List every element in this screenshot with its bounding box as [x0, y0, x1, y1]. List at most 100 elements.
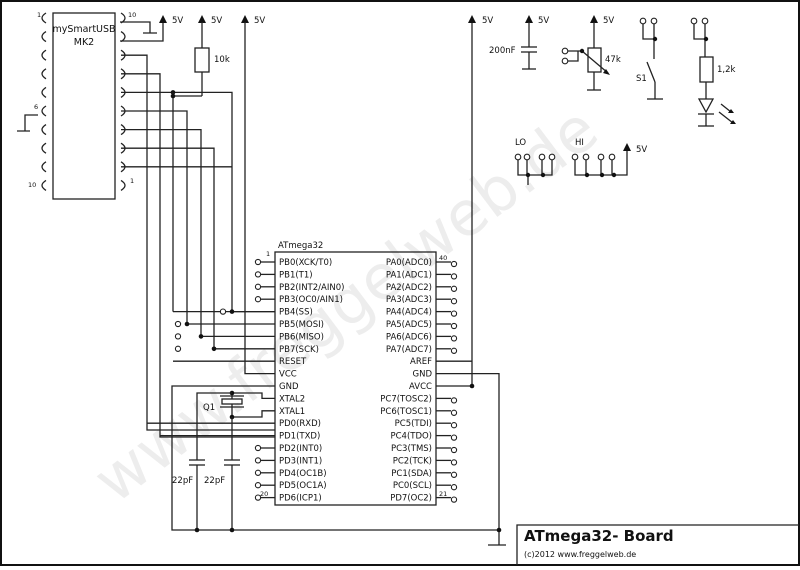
supply-arrow-icon	[590, 15, 598, 23]
ic-pin-label: PD4(OC1B)	[279, 469, 327, 479]
ic-left-pins: PB0(XCK/T0)PB1(T1)PB2(INT2/AIN0)PB3(OC0/…	[254, 258, 344, 504]
terminal-pad	[582, 153, 590, 161]
pin-number-label: 6	[34, 103, 38, 111]
supply-arrow-icon	[159, 15, 167, 23]
connector-pin	[120, 179, 126, 191]
ic-pin-label: PB4(SS)	[279, 308, 313, 318]
ic-pin-label: PD5(OC1A)	[279, 481, 327, 491]
wire	[517, 160, 553, 185]
pin-number-label: 1	[37, 11, 41, 19]
terminal-pad	[450, 322, 458, 330]
ic-pin-label: PA0(ADC0)	[386, 258, 432, 268]
connector-pin	[41, 12, 47, 24]
ic-pin-label: PD2(INT0)	[279, 444, 322, 454]
supply-label: 5V	[603, 16, 614, 26]
terminal-pad	[450, 273, 458, 280]
terminal-pad	[514, 153, 522, 161]
junction-dot	[703, 36, 709, 42]
ic-pin-label: GND	[413, 370, 433, 380]
junction-dot	[652, 36, 658, 42]
terminal-pad	[450, 409, 458, 416]
ic-pin-label: PA3(ADC3)	[386, 295, 432, 305]
junction-dot	[184, 321, 190, 327]
arrowhead-icon	[603, 69, 610, 75]
ground-symbol	[120, 21, 157, 34]
ic-pin-label: VCC	[279, 370, 297, 380]
title-block-border	[516, 524, 799, 565]
ic-name: ATmega32	[278, 241, 323, 251]
ic-pin-label: RESET	[279, 357, 307, 367]
crystal-q1: Q1	[203, 395, 244, 413]
title-text: ATmega32- Board	[524, 527, 674, 545]
terminal-pad	[174, 333, 182, 340]
terminal-pad	[254, 283, 262, 290]
pin-number-label: 1	[130, 177, 134, 185]
junction-dot	[469, 383, 475, 389]
junction-dot	[525, 172, 531, 178]
cap-value: 22pF	[204, 476, 225, 486]
terminal-pad	[450, 459, 458, 466]
terminal-pad	[690, 17, 698, 25]
terminal-pad	[639, 17, 647, 25]
cap-value: 200nF	[489, 46, 516, 56]
junction-dot	[229, 527, 235, 533]
ic-pin-label: PC7(TOSC2)	[380, 394, 432, 404]
terminal-pad	[174, 345, 182, 352]
wire	[196, 392, 232, 530]
wire	[568, 50, 582, 62]
terminal-pad	[561, 47, 569, 55]
light-ray	[718, 111, 734, 124]
ic-pin-label: PB6(MISO)	[279, 332, 324, 342]
programmer-model: MK2	[74, 37, 94, 48]
programmer-name: mySmartUSB	[52, 24, 115, 35]
supply-arrow-icon	[468, 15, 476, 23]
light-ray	[720, 103, 732, 113]
switch-label: S1	[636, 74, 647, 84]
wire	[642, 24, 655, 59]
ic-body	[274, 251, 437, 506]
connector-pin	[41, 105, 47, 117]
junction-dot	[599, 172, 605, 178]
ic-pin-label: PD3(INT1)	[279, 456, 322, 466]
pin-number-label: 21	[439, 490, 447, 498]
resistor-10k	[194, 47, 210, 73]
ic-pin-label: PA5(ADC5)	[386, 320, 432, 330]
wiper-arrow	[581, 50, 609, 74]
terminal-pad	[174, 320, 182, 328]
pin-number-label: 10	[28, 181, 36, 189]
ic-pin-label: XTAL2	[279, 394, 305, 404]
terminal-pad	[450, 298, 458, 305]
connector-pin	[41, 142, 47, 154]
connector-pin	[120, 31, 126, 43]
supply-label: 5V	[636, 145, 647, 155]
terminal-pad	[450, 484, 458, 491]
title-block: ATmega32- Board (c)2012 www.freggelweb.d…	[516, 524, 799, 565]
ic-pin-label: PA6(ADC6)	[386, 332, 432, 342]
ground-symbol	[17, 114, 38, 132]
ic-pin-label: PA4(ADC4)	[386, 308, 432, 318]
decoupling-capacitor: 5V 200nF	[489, 15, 549, 70]
terminal-pad	[254, 444, 262, 452]
ic-pin-label: PC1(SDA)	[391, 469, 432, 479]
programmer-left-pins	[41, 12, 47, 191]
wire	[244, 22, 275, 375]
wire	[436, 372, 500, 530]
connector-pin	[41, 49, 47, 61]
jumper-label: HI	[575, 138, 584, 148]
led-circuit: 1,2k	[690, 17, 736, 127]
capacitor-22pf-1: 22pF	[172, 459, 205, 486]
terminal-pad	[254, 296, 262, 303]
wire	[121, 54, 275, 431]
terminal-pad	[523, 153, 531, 161]
jumper-lo: LO	[514, 138, 556, 185]
terminal-pad	[450, 310, 458, 317]
junction-dot	[194, 527, 200, 533]
terminal-pad	[548, 153, 556, 161]
arrowhead-icon	[730, 120, 736, 124]
connector-pin	[41, 86, 47, 98]
resistor-body	[699, 56, 714, 83]
ic-pin-label: PC3(TMS)	[391, 444, 432, 454]
copyright-text: (c)2012 www.freggelweb.de	[524, 550, 636, 559]
